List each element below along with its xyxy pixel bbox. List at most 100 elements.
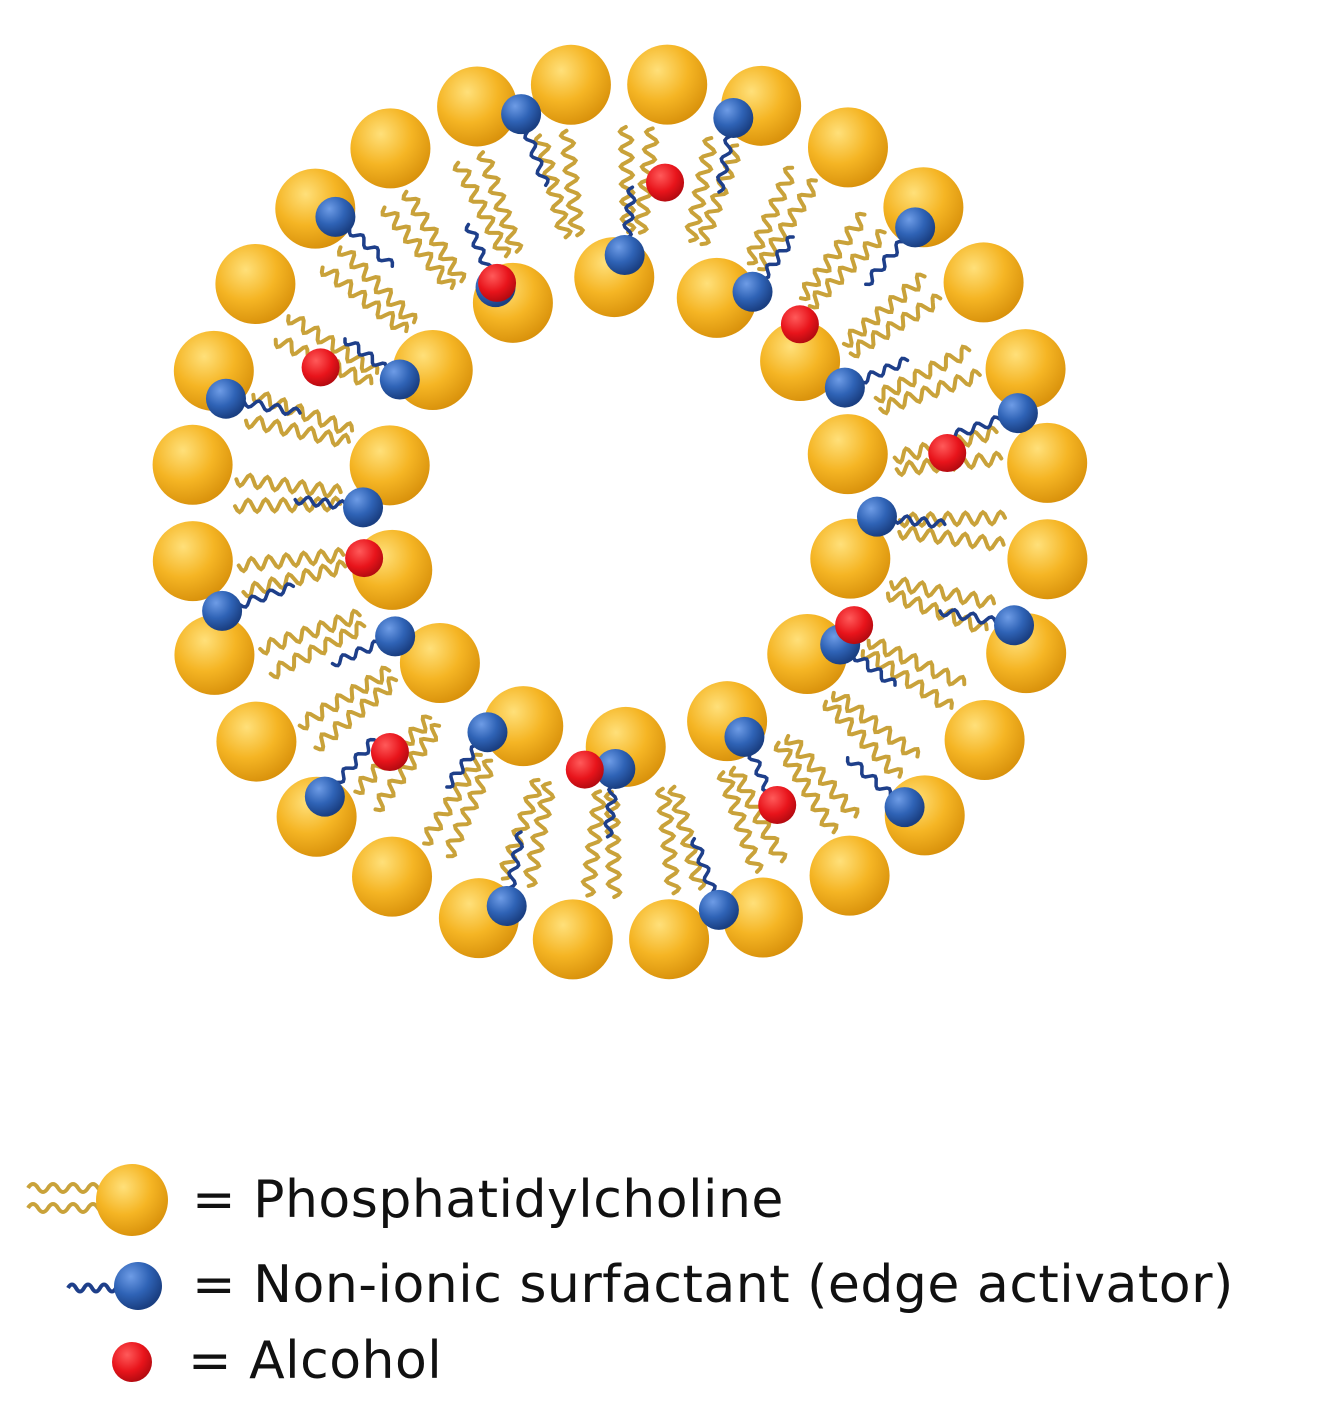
phospholipid-tail [807, 228, 887, 310]
alcohol-molecule [565, 750, 604, 789]
surfactant-head [724, 716, 765, 757]
phospholipid-head [627, 44, 708, 125]
phospholipid-tail [558, 128, 586, 238]
phospholipid-tail [684, 136, 718, 243]
phospholipid-tail [860, 649, 954, 710]
alcohol-molecule [301, 348, 340, 387]
phospholipid-head [152, 521, 233, 602]
phospholipid-tail [866, 638, 967, 687]
phospholipid-head [760, 321, 841, 402]
phospholipid-tail [841, 272, 927, 348]
phospholipid-tail [654, 786, 682, 896]
phospholipid-head [943, 242, 1024, 323]
alcohol-molecule [835, 606, 874, 645]
surfactant-head [202, 590, 243, 631]
phospholipid-tail [251, 391, 355, 435]
surfactant-head [997, 393, 1038, 434]
phospholipid-tail [716, 770, 764, 874]
phospholipid-head [807, 107, 888, 188]
phospholipid-head [985, 329, 1066, 410]
phospholipid-head [174, 614, 255, 695]
phospholipid-head [352, 836, 433, 917]
alcohol-molecule [646, 163, 685, 202]
phospholipid-tail [476, 150, 524, 254]
phospholipid-head [216, 701, 297, 782]
alcohol-molecule [345, 539, 384, 578]
phospholipid-head [399, 622, 480, 703]
surfactant-head [884, 787, 925, 828]
phospholipid-tail [236, 546, 346, 574]
surfactant-head [824, 367, 865, 408]
surfactant-head [994, 605, 1035, 646]
phospholipid-tail [268, 620, 367, 680]
phospholipid-tail [617, 125, 637, 235]
phospholipid-tail [728, 765, 788, 864]
surfactant-head [205, 378, 246, 419]
alcohol-layer [301, 163, 967, 824]
phospholipid-tail [746, 165, 795, 266]
phospholipid-tail [522, 781, 556, 888]
phospholipid-tail [313, 676, 399, 752]
phospholipid-tail [697, 143, 741, 247]
alcohol-molecule [758, 785, 797, 824]
alcohol-icon [112, 1342, 152, 1382]
surfactant-head [698, 889, 739, 930]
phospholipid-head [809, 835, 890, 916]
phospholipid-tail [297, 665, 392, 731]
phospholipid-tail [532, 133, 573, 240]
alcohol-molecule [928, 434, 967, 473]
phospholipid-head [1007, 519, 1088, 600]
legend-row-phosphatidylcholine: = Phosphatidylcholine [22, 1160, 784, 1240]
surfactant-icon [66, 1262, 162, 1310]
phospholipid-head [1007, 422, 1088, 503]
phospholipid-tail [233, 495, 343, 515]
surfactant-head [375, 616, 416, 657]
surfactant-head [486, 886, 527, 927]
phospholipid-tail [445, 758, 494, 859]
surfactant-head [501, 94, 542, 135]
phospholipid-tail [830, 690, 921, 759]
phospholipid-tail [286, 314, 380, 375]
phospholipid-tail [336, 245, 418, 325]
surfactant-head [604, 235, 645, 276]
phospholipid-tail [499, 777, 543, 881]
phospholipid-head [483, 686, 564, 767]
legend-label-phosphatidylcholine: = Phosphatidylcholine [192, 1170, 784, 1230]
phospholipid-tail [667, 784, 708, 891]
phospholipid-head [810, 518, 891, 599]
surfactant-head [379, 359, 420, 400]
phospholipid-tail [889, 576, 996, 610]
alcohol-molecule [370, 733, 409, 772]
phospholipid-tail [380, 205, 456, 291]
phospholipid-head [676, 257, 757, 338]
phospholipid-tail [798, 211, 867, 302]
surfactant-head [315, 196, 356, 237]
surfactant-head [856, 496, 897, 537]
phospholipid-tail [234, 472, 343, 500]
phospholipid-head [532, 899, 613, 980]
phospholipid-tail [452, 160, 512, 259]
surfactant-head [732, 271, 773, 312]
phospholipid-head [530, 44, 611, 125]
phospholipid-tail [757, 178, 818, 272]
legend-label-alcohol: = Alcohol [188, 1331, 443, 1391]
heads-layer [152, 44, 1088, 980]
phospholipid-tail [822, 699, 904, 779]
phospholipid-tail [241, 559, 348, 600]
phospholipid-tail [897, 524, 1006, 552]
phospholipid-tail [603, 789, 623, 899]
phospholipid-tail [401, 189, 467, 284]
phospholipid-tail [244, 414, 351, 448]
phospholipid-tail [897, 509, 1007, 529]
legend-row-alcohol: = Alcohol [100, 1326, 442, 1396]
phospholipid-head [629, 899, 710, 980]
phospholipid-tail [319, 265, 410, 334]
phospholipid-head [349, 425, 430, 506]
phospholipid-tail [878, 368, 982, 416]
legend-label-surfactant: = Non-ionic surfactant (edge activator) [192, 1255, 1234, 1315]
surfactant-head [343, 487, 384, 528]
phospholipid-tail [873, 344, 972, 404]
surfactant-head [895, 207, 936, 248]
phosphatidylcholine-icon [26, 1164, 168, 1236]
